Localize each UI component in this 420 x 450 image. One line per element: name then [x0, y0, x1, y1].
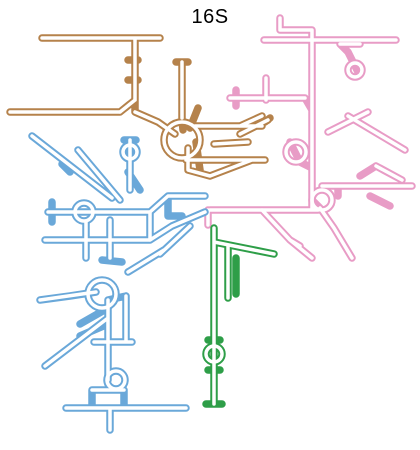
domain-green [202, 224, 278, 408]
domain-brown [6, 34, 274, 180]
domain-blue [28, 132, 209, 434]
domain-pink [204, 14, 416, 262]
diagram-title: 16S [191, 6, 229, 28]
